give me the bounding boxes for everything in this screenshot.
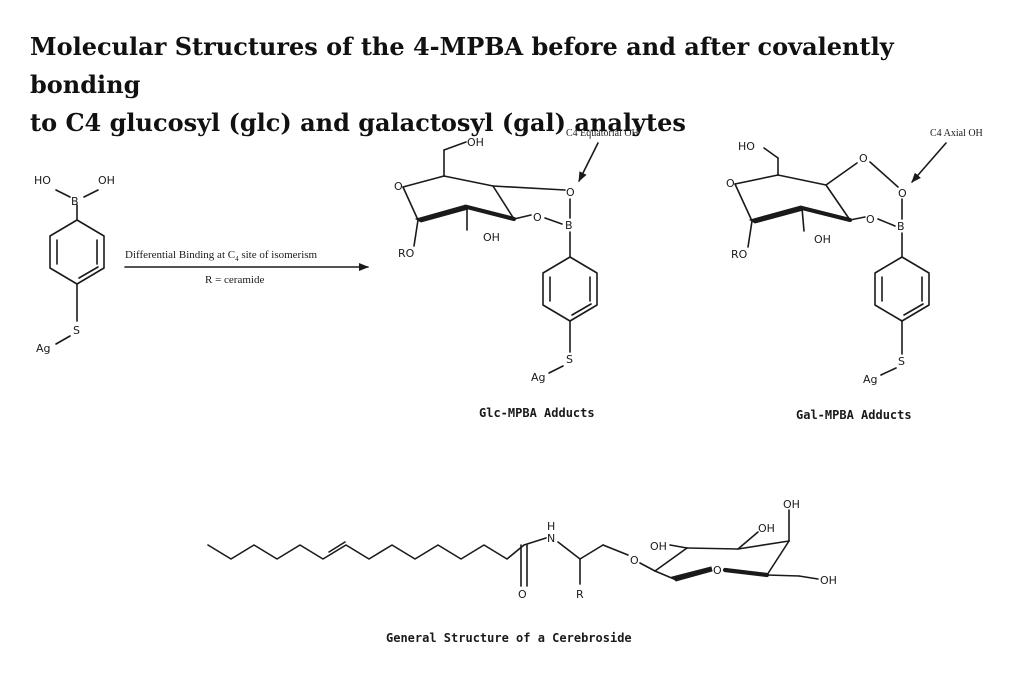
atom-s: S	[73, 324, 80, 337]
glc-atom-ro: RO	[398, 247, 415, 260]
title-line-2: to C4 glucosyl (glc) and galactosyl (gal…	[30, 108, 686, 137]
gal-atom-ro: RO	[731, 248, 748, 261]
cerebroside-molecule: O N H R O OH OH OH O OH General Structur…	[207, 498, 837, 645]
gal-atom-ho-top: HO	[738, 140, 755, 153]
cer-atom-r: R	[576, 588, 584, 601]
atom-oh: OH	[98, 174, 115, 187]
cer-atom-o-carbonyl: O	[518, 588, 527, 601]
gal-atom-o-lower: O	[866, 213, 875, 226]
cer-atom-o-glycosidic: O	[630, 554, 639, 567]
gal-atom-o-right: O	[898, 187, 907, 200]
cer-atom-h: H	[547, 520, 555, 533]
page-title: Molecular Structures of the 4-MPBA befor…	[30, 28, 1000, 142]
glc-atom-o-upper: O	[566, 186, 575, 199]
glc-atom-s: S	[566, 353, 573, 366]
title-line-1: Molecular Structures of the 4-MPBA befor…	[30, 32, 894, 99]
mpba-molecule: HO OH B S Ag	[34, 174, 115, 355]
glc-atom-oh-bottom: OH	[483, 231, 500, 244]
gal-axial-label: C4 Axial OH	[930, 128, 983, 139]
glc-atom-b: B	[565, 219, 573, 232]
glc-caption: Glc-MPBA Adducts	[479, 406, 595, 420]
atom-ag: Ag	[36, 342, 51, 355]
glc-equatorial-label: C4 Equatorial OH	[566, 128, 639, 139]
cer-atom-n: N	[547, 532, 555, 545]
atom-b: B	[71, 195, 79, 208]
cer-atom-oh-4: OH	[820, 574, 837, 587]
cer-atom-oh-1: OH	[650, 540, 667, 553]
gal-atom-ring-o: O	[726, 177, 735, 190]
cer-atom-oh-2: OH	[758, 522, 775, 535]
atom-ho: HO	[34, 174, 51, 187]
reaction-arrow-label: Differential Binding at C4 site of isome…	[125, 249, 318, 263]
cerebroside-caption: General Structure of a Cerebroside	[386, 631, 632, 645]
gal-atom-b: B	[897, 220, 905, 233]
benzene-ring	[49, 219, 105, 285]
glc-atom-oh-top: OH	[467, 136, 484, 149]
cer-atom-o-ring: O	[713, 564, 722, 577]
glc-atom-ag: Ag	[531, 371, 546, 384]
gal-atom-oh-bottom: OH	[814, 233, 831, 246]
glc-mpba-adduct: OH O RO OH O O B S Ag C4 Equatorial OH G…	[394, 128, 639, 420]
glc-atom-o-lower: O	[533, 211, 542, 224]
glc-atom-ring-o: O	[394, 180, 403, 193]
cer-atom-oh-3: OH	[783, 498, 800, 511]
gal-atom-ag: Ag	[863, 373, 878, 386]
reaction-arrow: Differential Binding at C4 site of isome…	[124, 249, 369, 286]
reaction-arrow-sublabel: R = ceramide	[205, 274, 264, 286]
gal-atom-s: S	[898, 355, 905, 368]
gal-caption: Gal-MPBA Adducts	[796, 408, 912, 422]
gal-mpba-adduct: HO O RO OH O O O B S Ag C4 Axial OH Gal-…	[726, 128, 983, 422]
gal-atom-o-upper: O	[859, 152, 868, 165]
